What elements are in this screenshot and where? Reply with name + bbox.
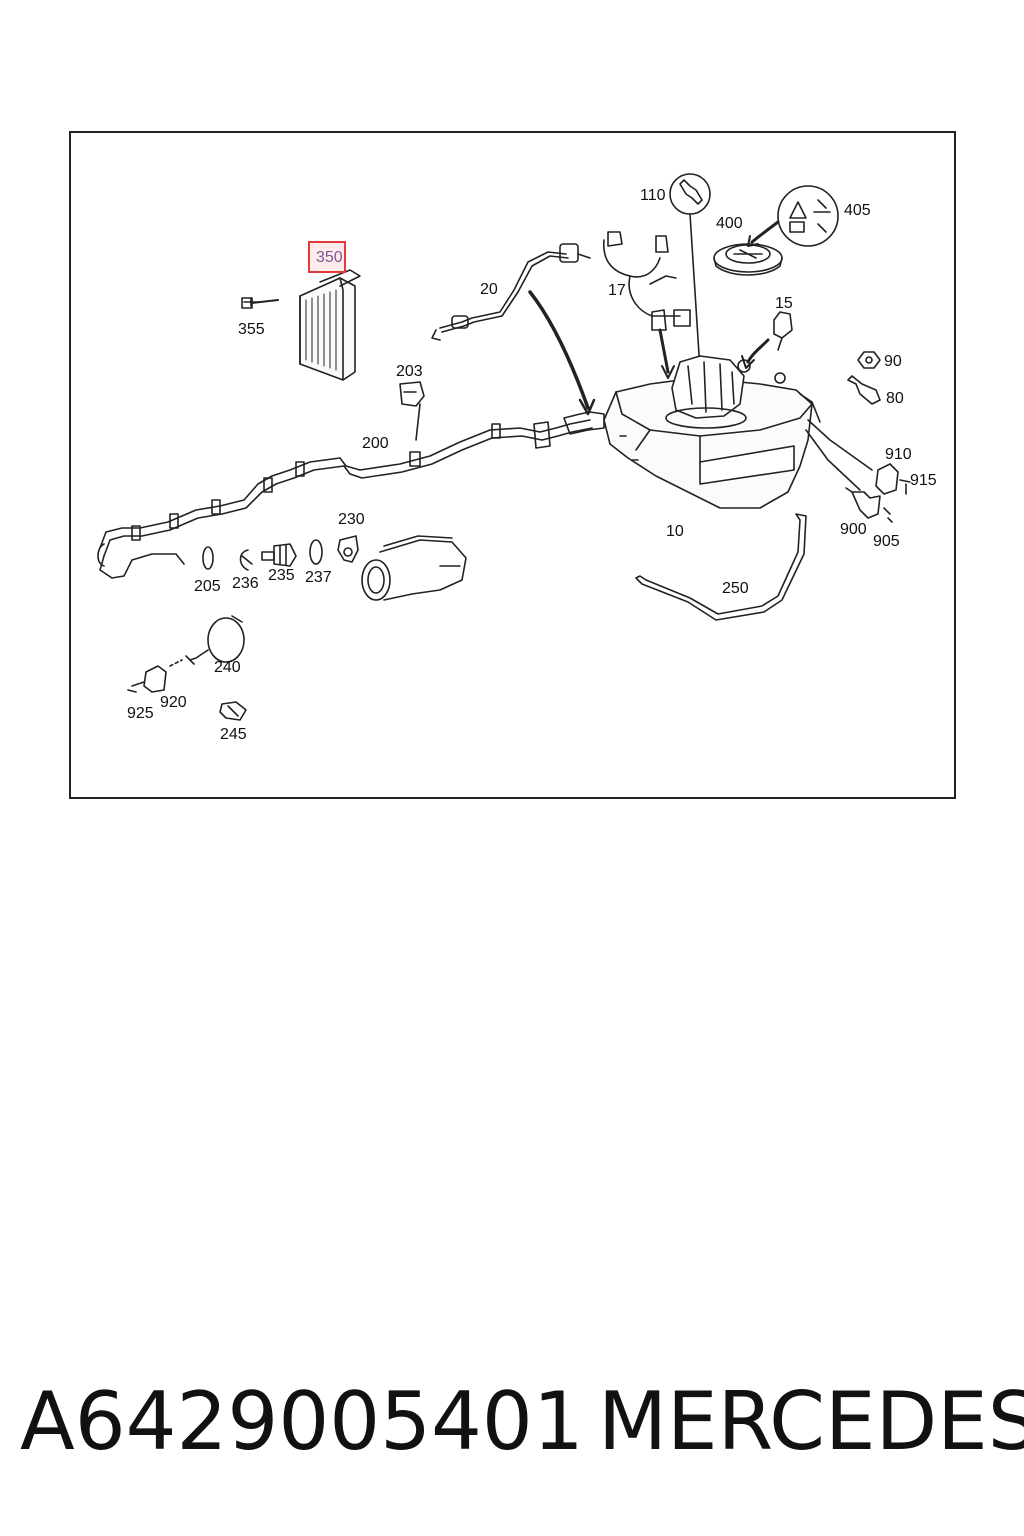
clip-236-drawing	[239, 549, 253, 571]
callout-110: 110	[640, 187, 666, 204]
fuel-cap-400-drawing	[713, 243, 783, 276]
callout-235: 235	[268, 567, 295, 584]
control-unit-drawing	[299, 269, 361, 381]
callout-236: 236	[232, 575, 259, 592]
callout-240: 240	[214, 659, 241, 676]
callout-90: 90	[884, 353, 902, 370]
filler-neck-drawing	[361, 535, 467, 601]
wiring-17-drawing	[603, 231, 691, 379]
flange-230-drawing	[337, 535, 359, 563]
bolt-355-drawing	[241, 297, 279, 309]
o-ring-237-drawing	[309, 539, 323, 565]
sensor-920-drawing	[127, 659, 183, 693]
sensor-cable-240-drawing	[185, 615, 245, 665]
callout-920: 920	[160, 694, 187, 711]
callout-20: 20	[480, 281, 498, 298]
callout-350-highlighted[interactable]: 350	[308, 241, 346, 273]
valve-235-drawing	[261, 543, 297, 567]
brand-name: MERCEDES	[598, 1375, 1024, 1468]
part-number: A6429005401	[20, 1375, 584, 1468]
callout-17: 17	[608, 282, 626, 299]
callout-10: 10	[666, 523, 684, 540]
callout-203: 203	[396, 363, 423, 380]
callout-230: 230	[338, 511, 365, 528]
valve-15-drawing	[741, 311, 793, 369]
callout-15: 15	[775, 295, 793, 312]
callout-405: 405	[844, 202, 871, 219]
callout-925: 925	[127, 705, 154, 722]
fuel-line-200-drawing	[97, 403, 605, 579]
service-wrench-symbol	[669, 173, 711, 371]
callout-355: 355	[238, 321, 265, 338]
tank-strap-250-drawing	[635, 513, 807, 621]
callout-910: 910	[885, 446, 912, 463]
callout-237: 237	[305, 569, 332, 586]
callout-905: 905	[873, 533, 900, 550]
diagram-frame	[69, 131, 956, 799]
connector-910-drawing	[875, 463, 911, 495]
bracket-80-drawing	[847, 375, 881, 405]
callout-205: 205	[194, 578, 221, 595]
callout-200: 200	[362, 435, 389, 452]
nut-90-drawing	[857, 351, 881, 369]
callout-400: 400	[716, 215, 743, 232]
fuel-tank-10-drawing	[603, 355, 873, 509]
clamp-245-drawing	[219, 701, 247, 721]
harness-20-drawing	[431, 243, 591, 341]
o-ring-205-drawing	[202, 546, 214, 570]
callout-250: 250	[722, 580, 749, 597]
connector-900-drawing	[845, 487, 893, 523]
callout-245: 245	[220, 726, 247, 743]
callout-80: 80	[886, 390, 904, 407]
fuel-cap-warning-label	[747, 185, 839, 247]
callout-900: 900	[840, 521, 867, 538]
callout-915: 915	[910, 472, 937, 489]
part-caption: A6429005401 MERCEDES	[20, 1372, 1024, 1472]
clip-203-drawing	[399, 381, 425, 407]
